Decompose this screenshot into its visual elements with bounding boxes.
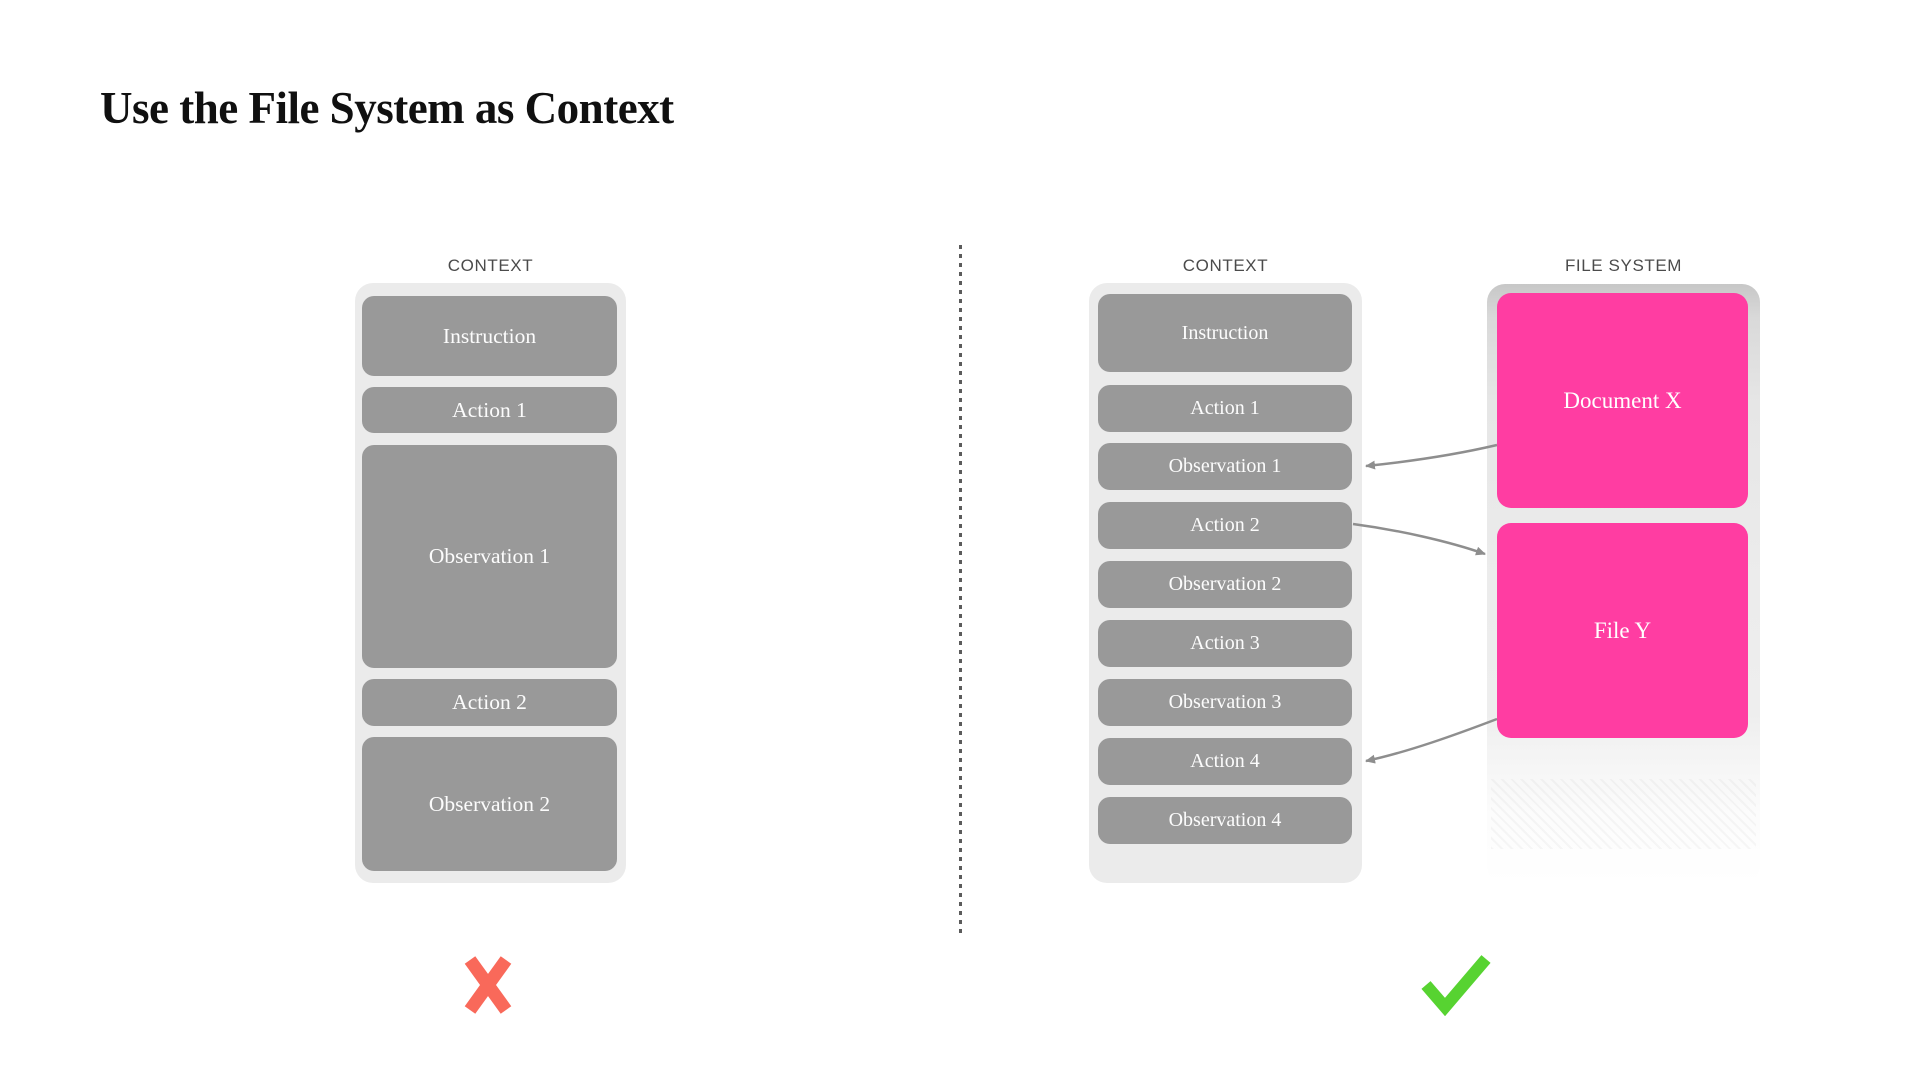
check-icon	[1418, 952, 1494, 1021]
left-context-label: CONTEXT	[447, 256, 534, 275]
right-box-observation-4: Observation 4	[1098, 797, 1352, 844]
left-box-observation-2: Observation 2	[362, 737, 617, 871]
left-box-observation-1: Observation 1	[362, 445, 617, 668]
left-box-action-1: Action 1	[362, 387, 617, 433]
right-box-action-2: Action 2	[1098, 502, 1352, 549]
left-box-action-2: Action 2	[362, 679, 617, 726]
right-context-panel: Instruction Action 1 Observation 1 Actio…	[1089, 283, 1362, 883]
arrow-filey-to-action4	[1365, 717, 1498, 764]
right-box-observation-2: Observation 2	[1098, 561, 1352, 608]
right-box-instruction: Instruction	[1098, 294, 1352, 372]
left-box-instruction: Instruction	[362, 296, 617, 376]
right-box-observation-1: Observation 1	[1098, 443, 1352, 490]
right-box-observation-3: Observation 3	[1098, 679, 1352, 726]
right-box-action-3: Action 3	[1098, 620, 1352, 667]
right-box-action-1: Action 1	[1098, 385, 1352, 432]
file-document-x: Document X	[1497, 293, 1748, 508]
dashed-divider	[959, 245, 962, 935]
file-system-fade-hatch	[1491, 779, 1756, 849]
file-system-panel: Document X File Y	[1487, 284, 1760, 884]
file-system-label: FILE SYSTEM	[1564, 256, 1683, 275]
arrow-documentx-to-observation1	[1365, 443, 1498, 470]
file-file-y: File Y	[1497, 523, 1748, 738]
arrow-action2-to-filey	[1352, 522, 1486, 556]
page-title: Use the File System as Context	[100, 83, 674, 133]
right-context-label: CONTEXT	[1182, 256, 1269, 275]
left-context-panel: Instruction Action 1 Observation 1 Actio…	[355, 283, 626, 883]
cross-icon	[459, 954, 517, 1021]
right-box-action-4: Action 4	[1098, 738, 1352, 785]
